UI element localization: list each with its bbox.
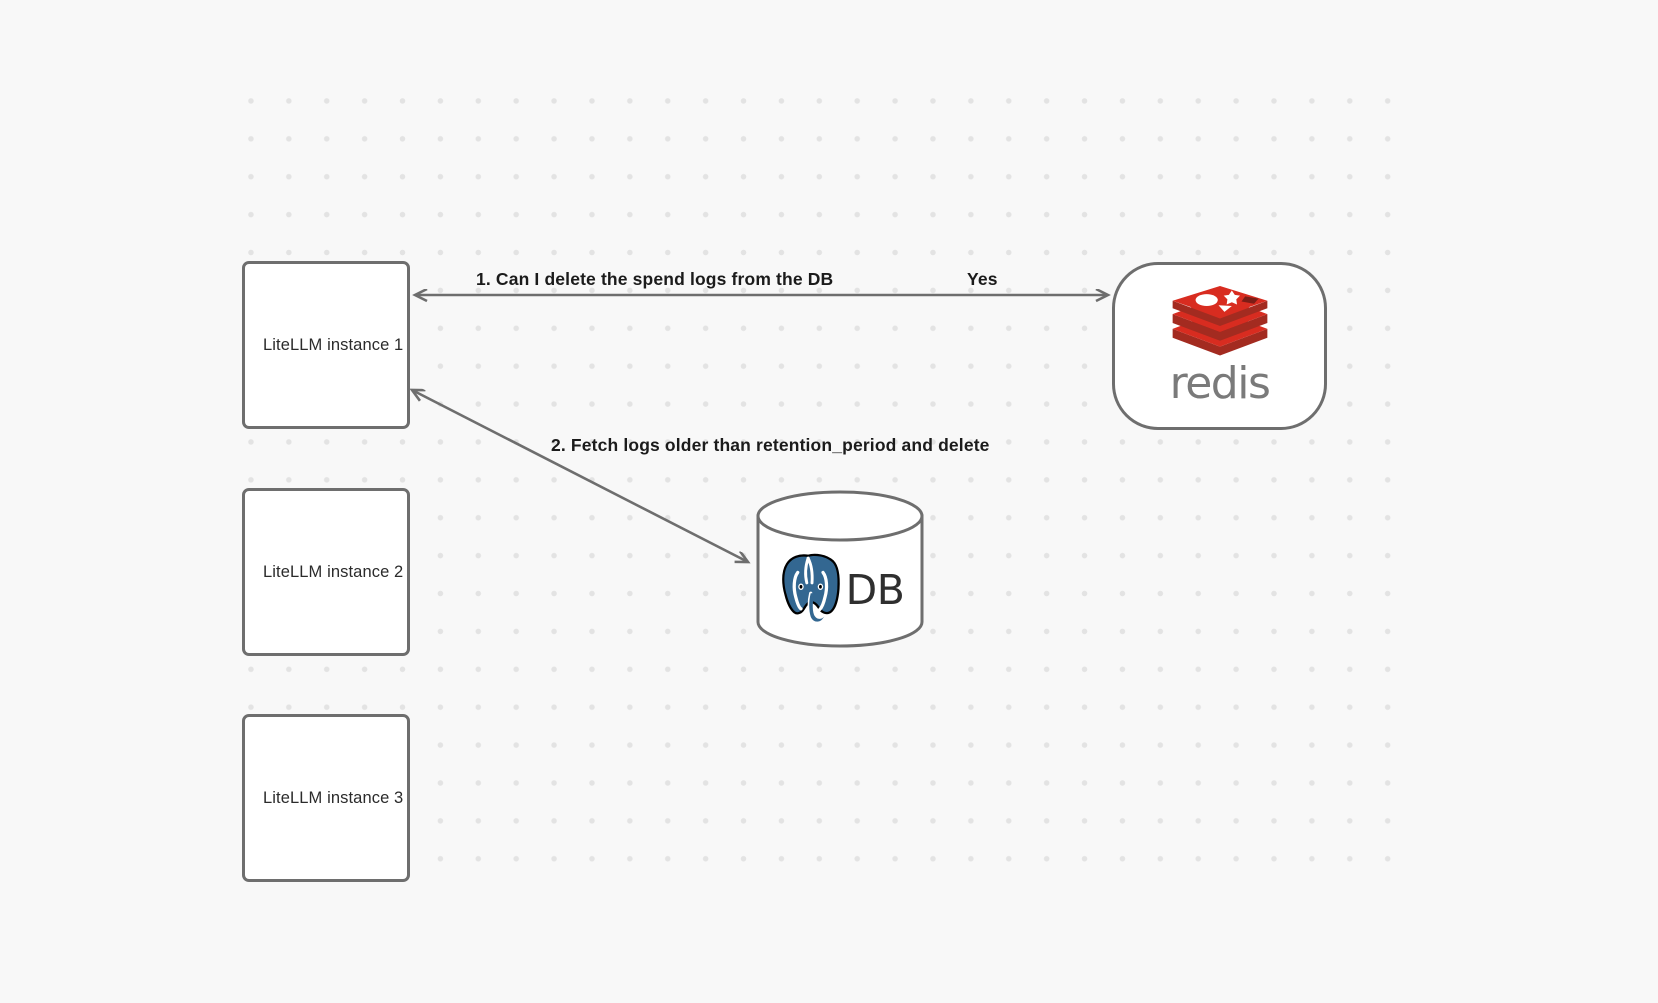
edge-label-step-2: 2. Fetch logs older than retention_perio… <box>551 435 990 455</box>
node-label: LiteLLM instance 1 <box>263 335 404 354</box>
node-database[interactable]: DB <box>755 490 925 648</box>
node-litellm-instance-3[interactable]: LiteLLM instance 3 <box>242 714 410 882</box>
redis-wordmark: redis <box>1169 358 1271 409</box>
node-litellm-instance-1[interactable]: LiteLLM instance 1 <box>242 261 410 429</box>
node-label: LiteLLM instance 3 <box>263 788 404 807</box>
connector-instance1-db <box>412 390 748 562</box>
node-label: LiteLLM instance 2 <box>263 562 404 581</box>
database-label: DB <box>845 566 905 614</box>
node-litellm-instance-2[interactable]: LiteLLM instance 2 <box>242 488 410 656</box>
node-redis[interactable]: redis <box>1112 262 1327 430</box>
postgresql-elephant-icon <box>781 553 840 624</box>
redis-logo-icon <box>1172 286 1267 356</box>
edge-label-step-1: 1. Can I delete the spend logs from the … <box>476 269 834 289</box>
edge-label-yes: Yes <box>967 269 998 289</box>
